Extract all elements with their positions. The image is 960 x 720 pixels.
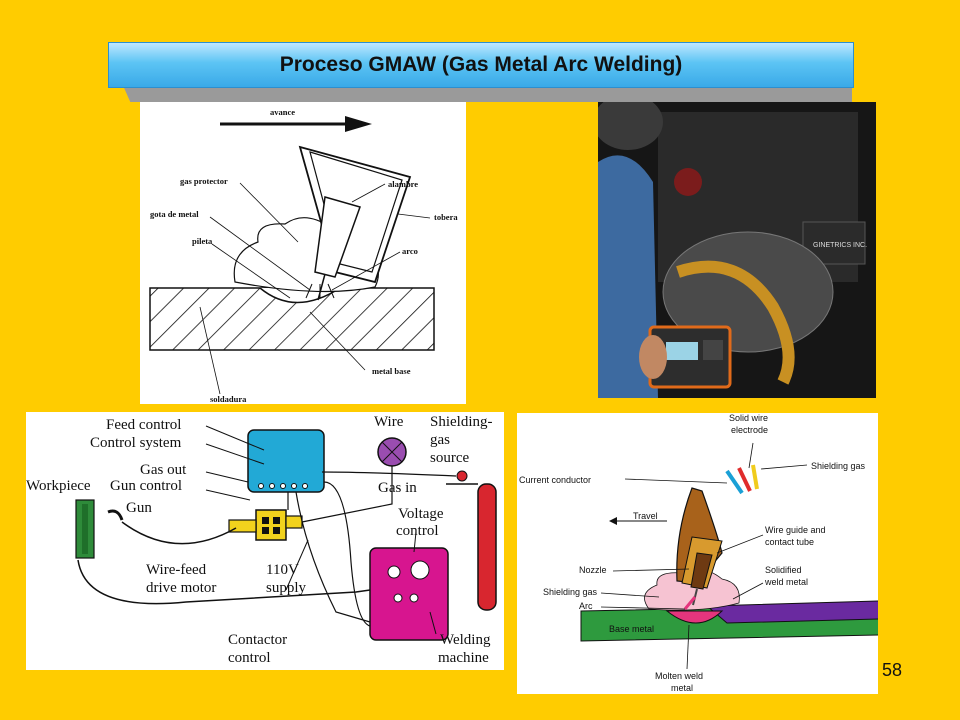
spanish-weld-diagram: avance gas protector alambre gota de met… <box>140 102 466 404</box>
label-shielding: Shielding- <box>430 414 493 430</box>
label-welding: Welding <box>440 632 491 648</box>
gas-regulator <box>456 470 468 482</box>
label-gun-control: Gun control <box>110 478 182 494</box>
label-contact-tube: contact tube <box>765 537 814 547</box>
label-contactor-control: control <box>228 650 271 666</box>
welder-helmet <box>598 102 663 150</box>
label-source: source <box>430 450 469 466</box>
label-shielding-gas-top: Shielding gas <box>811 461 866 471</box>
welder-hand <box>639 335 667 379</box>
wire-feed-drive-motor <box>255 509 287 541</box>
label-molten-weld: Molten weld <box>655 671 703 681</box>
label-control-system: Control system <box>90 435 182 451</box>
label-alambre: alambre <box>388 179 418 189</box>
label-pileta: pileta <box>192 236 213 246</box>
feed-control-box <box>247 429 325 493</box>
title-bar: Proceso GMAW (Gas Metal Arc Welding) <box>108 42 854 88</box>
label-wire: Wire <box>374 414 404 430</box>
label-voltage: Voltage <box>398 506 444 522</box>
label-solid-wire: Solid wire <box>729 413 768 423</box>
equipment-diagram: Feed control Control system Gas out Work… <box>26 412 504 670</box>
label-solidified: Solidified <box>765 565 802 575</box>
label-shielding-gas: Shielding gas <box>543 587 598 597</box>
label-supply: supply <box>266 580 307 596</box>
photo-badge-text: GINETRICS INC. <box>813 242 867 249</box>
label-soldadura: soldadura <box>210 394 247 404</box>
arc <box>683 596 697 610</box>
welding-photo: GINETRICS INC. <box>598 102 876 398</box>
label-weld-metal: weld metal <box>764 577 808 587</box>
label-feed-control: Feed control <box>106 417 181 433</box>
slide-title: Proceso GMAW (Gas Metal Arc Welding) <box>279 53 683 76</box>
label-drive-motor: drive motor <box>146 580 216 596</box>
wire <box>317 273 326 301</box>
label-current-conductor: Current conductor <box>519 475 591 485</box>
label-tobera: tobera <box>434 212 458 222</box>
advance-arrow-head <box>345 116 372 132</box>
welder-body <box>598 155 658 398</box>
label-nozzle: Nozzle <box>579 565 607 575</box>
orbital-track <box>676 260 795 385</box>
label-electrode: electrode <box>731 425 768 435</box>
gun-cable <box>121 521 237 545</box>
molten-weld-pool <box>665 610 724 624</box>
gas-cylinder <box>477 483 497 611</box>
label-gas-out: Gas out <box>140 462 187 478</box>
work-cable <box>77 559 371 605</box>
label-voltage-control: control <box>396 523 439 539</box>
label-wire-feed: Wire-feed <box>146 562 207 578</box>
label-avance: avance <box>270 107 295 117</box>
label-contactor: Contactor <box>228 632 287 648</box>
label-travel: Travel <box>633 511 658 521</box>
contact-tube <box>314 196 361 278</box>
label-workpiece: Workpiece <box>26 478 91 494</box>
solidified-weld-metal <box>705 600 878 624</box>
label-arco: arco <box>402 246 418 256</box>
label-gun: Gun <box>126 500 152 516</box>
welding-machine <box>369 547 449 641</box>
label-gas-in: Gas in <box>378 480 417 496</box>
label-arc: Arc <box>579 601 593 611</box>
label-gas-protector: gas protector <box>180 176 228 186</box>
page-number: 58 <box>882 660 903 680</box>
label-110v: 110V <box>266 562 299 578</box>
label-metal-base: metal base <box>372 366 411 376</box>
gun <box>107 509 124 521</box>
label-wire-guide: Wire guide and <box>765 525 826 535</box>
label-gota-de-metal: gota de metal <box>150 209 199 219</box>
contact-tube <box>690 552 713 590</box>
torch-diagram: Solid wire electrode Current conductor S… <box>517 413 878 694</box>
label-base-metal: Base metal <box>609 624 654 634</box>
label-gas: gas <box>430 432 450 448</box>
label-machine: machine <box>438 650 489 666</box>
label-metal: metal <box>671 683 693 693</box>
